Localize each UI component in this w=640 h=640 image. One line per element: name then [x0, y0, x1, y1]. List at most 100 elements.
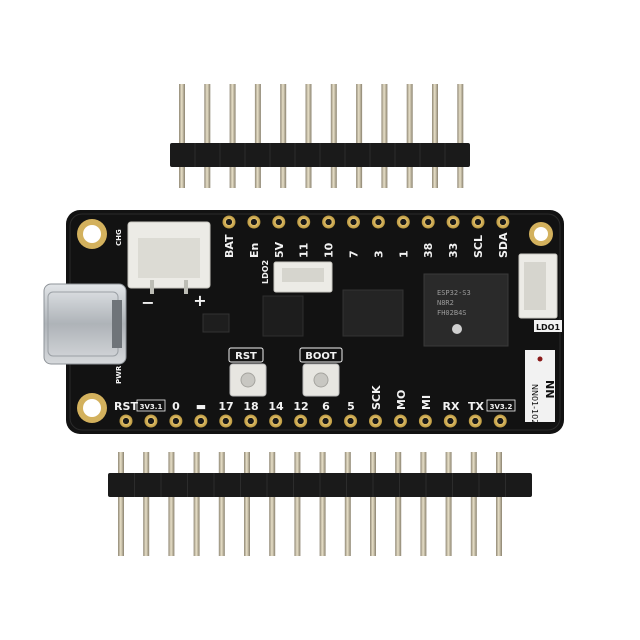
boot-button-label: BOOT [305, 351, 337, 362]
header-pin [420, 452, 427, 556]
header-pad [272, 215, 286, 229]
label-3v3-2: 3V3.2 [490, 403, 513, 411]
pin-label: 18 [243, 400, 258, 413]
header-pin [432, 84, 438, 188]
header-pad [396, 215, 410, 229]
header-pad [297, 215, 311, 229]
top-pad-row [222, 215, 510, 229]
pin-label: 17 [218, 400, 233, 413]
pwr-label: PWR [115, 365, 123, 384]
header-pad [393, 414, 407, 428]
header-pin [356, 84, 363, 188]
header-pin [381, 84, 388, 188]
part-number: NN01-102 [530, 384, 539, 424]
pin-label: 5V [273, 241, 286, 258]
part-number-tag: NN NN01-102 [525, 350, 556, 424]
header-pad [269, 414, 283, 428]
header-pad [219, 414, 233, 428]
header-pad [369, 414, 382, 428]
pin-label: En [248, 243, 261, 258]
header-pad [244, 414, 258, 428]
header-pad [144, 414, 158, 428]
pin-label: BAT [223, 234, 236, 258]
mounting-holes [77, 219, 553, 423]
header-pin [218, 452, 225, 556]
header-pin [370, 452, 376, 556]
pin-label: SCL [472, 235, 485, 258]
minus-label: − [141, 293, 154, 312]
logo-text: NN [543, 380, 556, 398]
header-pad [471, 215, 485, 229]
header-pad [344, 414, 358, 428]
pin-label: 12 [293, 400, 308, 413]
header-pad [194, 414, 208, 428]
header-pin [254, 84, 261, 188]
pin-label: 3 [372, 250, 385, 258]
header-pin [344, 452, 351, 556]
chip-markings: ESP32-S3 N8R2 FH02B4S [437, 289, 471, 317]
pin-label: 6 [322, 400, 330, 413]
pin-label: 38 [422, 243, 435, 258]
usb-c-port[interactable] [43, 283, 127, 365]
header-pin [193, 452, 200, 556]
header-pad [421, 215, 435, 229]
header-pin [280, 84, 287, 188]
pin-label: 11 [298, 243, 311, 258]
pin-label: 7 [348, 250, 361, 258]
header-pin [395, 452, 402, 556]
label-3v3-1: 3V3.1 [140, 403, 163, 411]
header-pad [468, 414, 482, 428]
header-pin [319, 452, 326, 556]
pin-label: 10 [323, 242, 336, 258]
bottom-pad-row [119, 414, 507, 428]
header-pad [247, 215, 261, 229]
header-pin [457, 84, 464, 188]
chg-label: CHG [115, 229, 123, 246]
header-pad [418, 414, 432, 428]
pin-label: ▬ [196, 400, 206, 413]
header-pin [496, 452, 502, 556]
header-pin [470, 452, 477, 556]
chips [202, 273, 509, 347]
header-pin [143, 452, 150, 556]
pin-label: RX [443, 400, 460, 413]
pin-label: SCK [370, 385, 383, 410]
bottom-pin-header [108, 452, 532, 556]
side-connector [518, 253, 558, 319]
pin-label: MI [420, 395, 433, 410]
ldo1-label: LDO1 [536, 323, 561, 332]
header-pad [322, 215, 336, 229]
chip-text-1: ESP32-S3 [437, 289, 471, 297]
pin-label: MO [395, 390, 408, 410]
pin-label: TX [468, 400, 485, 413]
plus-label: + [193, 291, 206, 310]
pin-label: RST [114, 400, 138, 413]
header-pin [294, 452, 301, 556]
stemma-qt-connector [273, 261, 333, 293]
boot-button[interactable] [302, 363, 340, 397]
pin-label: 33 [447, 243, 460, 258]
ldo2-label: LDO2 [261, 260, 270, 284]
header-pin [244, 452, 250, 556]
header-pin [330, 84, 337, 188]
pin-label: SDA [497, 232, 510, 258]
header-pad [294, 414, 308, 428]
header-pin [168, 452, 175, 556]
pin-label: 0 [172, 400, 180, 413]
header-pin [179, 84, 185, 188]
pin-label: 5 [347, 400, 355, 413]
header-pad [496, 215, 510, 229]
header-pin [269, 452, 276, 556]
chip-text-2: N8R2 [437, 299, 454, 307]
rst-button[interactable] [229, 363, 267, 397]
pin-label: 1 [397, 250, 410, 258]
chip-text-3: FH02B4S [437, 309, 467, 317]
header-pad [169, 414, 183, 428]
header-pad [319, 414, 333, 428]
header-pin [305, 84, 312, 188]
battery-connector [127, 221, 211, 294]
header-pad [446, 215, 460, 229]
header-pin [118, 452, 124, 556]
header-pin [204, 84, 211, 188]
